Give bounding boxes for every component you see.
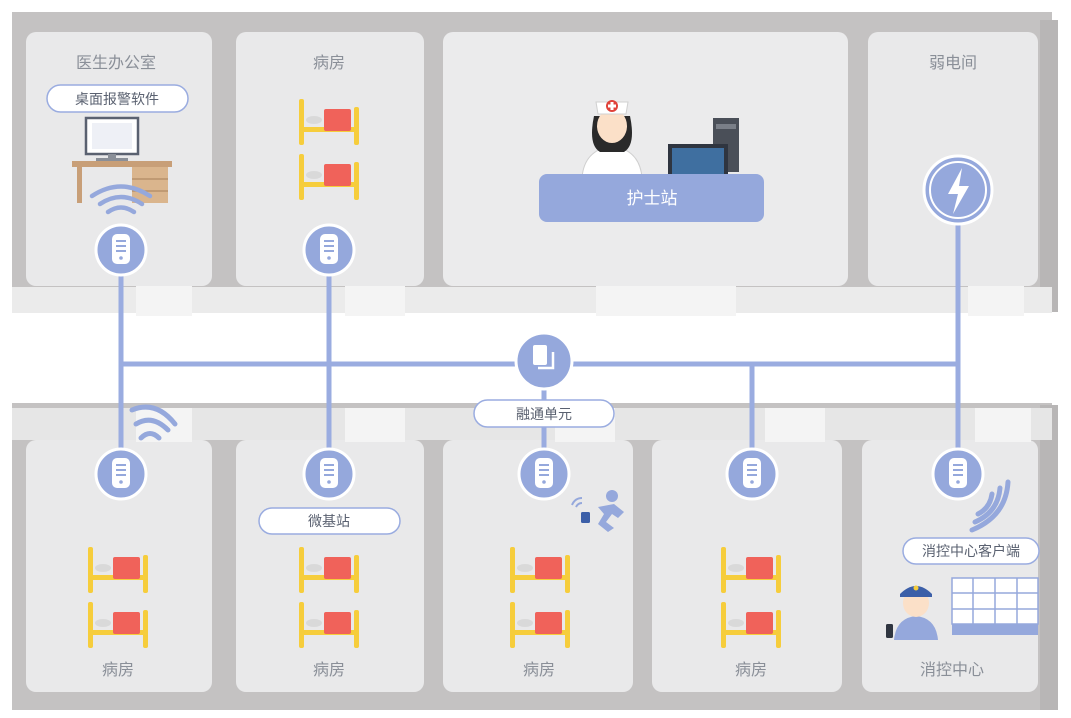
base-station-icon — [931, 447, 985, 501]
room-title-ward-b4: 病房 — [735, 660, 767, 679]
room-ward-top — [236, 32, 424, 286]
base-station-icon — [302, 447, 356, 501]
label-fire-client: 消控中心客户端 — [902, 537, 1040, 565]
room-title-ward-top: 病房 — [313, 53, 345, 72]
label-micro-base-text: 微基站 — [308, 513, 350, 530]
fusion-unit-icon — [514, 331, 574, 391]
nurse-station-label: 护士站 — [627, 189, 678, 209]
lightning-icon — [922, 154, 994, 226]
label-desktop-alarm: 桌面报警软件 — [46, 84, 189, 113]
room-nurse-station — [443, 32, 848, 286]
nurse-icon — [581, 100, 643, 179]
label-fusion-unit-text: 融通单元 — [516, 407, 572, 423]
video-wall-icon — [951, 577, 1039, 635]
label-micro-base: 微基站 — [258, 507, 401, 535]
base-station-icon — [94, 223, 148, 277]
doctor-desk-icon — [72, 116, 172, 203]
wifi-signal-icon — [129, 404, 178, 441]
wifi-signal-icon — [969, 479, 1011, 533]
label-fusion-unit: 融通单元 — [473, 399, 615, 428]
label-fire-client-text: 消控中心客户端 — [922, 543, 1020, 560]
room-title-ward-b2: 病房 — [313, 660, 345, 679]
room-title-doctor-office: 医生办公室 — [76, 53, 156, 72]
label-desktop-alarm-text: 桌面报警软件 — [75, 92, 159, 108]
base-station-icon — [94, 447, 148, 501]
room-title-ward-b3: 病房 — [523, 660, 555, 679]
base-station-icon — [517, 447, 571, 501]
room-title-ward-b1: 病房 — [102, 660, 134, 679]
security-guard-icon — [886, 585, 938, 640]
running-person-icon — [571, 490, 624, 532]
computer-icon — [668, 118, 739, 183]
room-title-weak-room: 弱电间 — [929, 53, 977, 72]
wifi-signal-icon — [89, 184, 153, 215]
nurse-station-counter: 护士站 — [539, 174, 764, 222]
base-station-icon — [302, 223, 356, 277]
room-title-fire-center: 消控中心 — [920, 660, 984, 679]
base-station-icon — [725, 447, 779, 501]
